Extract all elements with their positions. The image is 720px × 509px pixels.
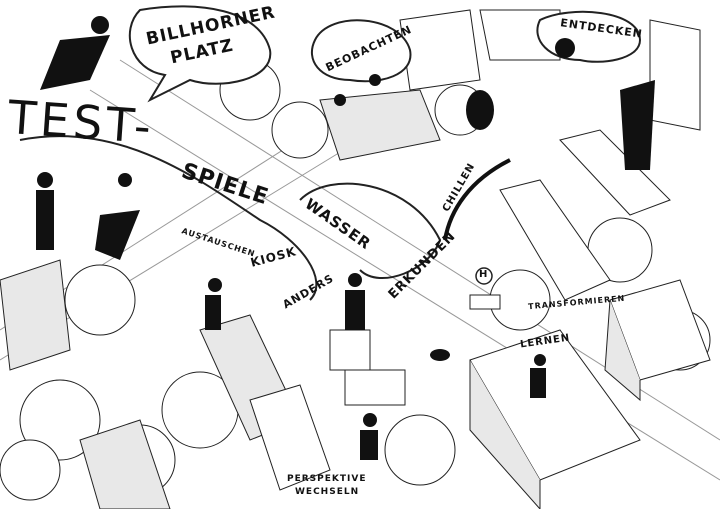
- ribbon: [19, 135, 318, 301]
- speech-bubble: [310, 19, 412, 83]
- buildings: [0, 9, 711, 509]
- speech-bubble: [128, 5, 272, 103]
- ribbon: [299, 182, 442, 280]
- people: [36, 16, 655, 460]
- label-perspektive: PERSPEKTIVE: [287, 474, 367, 484]
- bus-stop-label: H: [479, 269, 488, 280]
- bus-stop-sign: [475, 267, 493, 285]
- label-test: TEST-: [6, 89, 157, 155]
- arrow: [443, 158, 511, 241]
- bus: [469, 294, 501, 310]
- label-wechseln: WECHSELN: [295, 487, 360, 497]
